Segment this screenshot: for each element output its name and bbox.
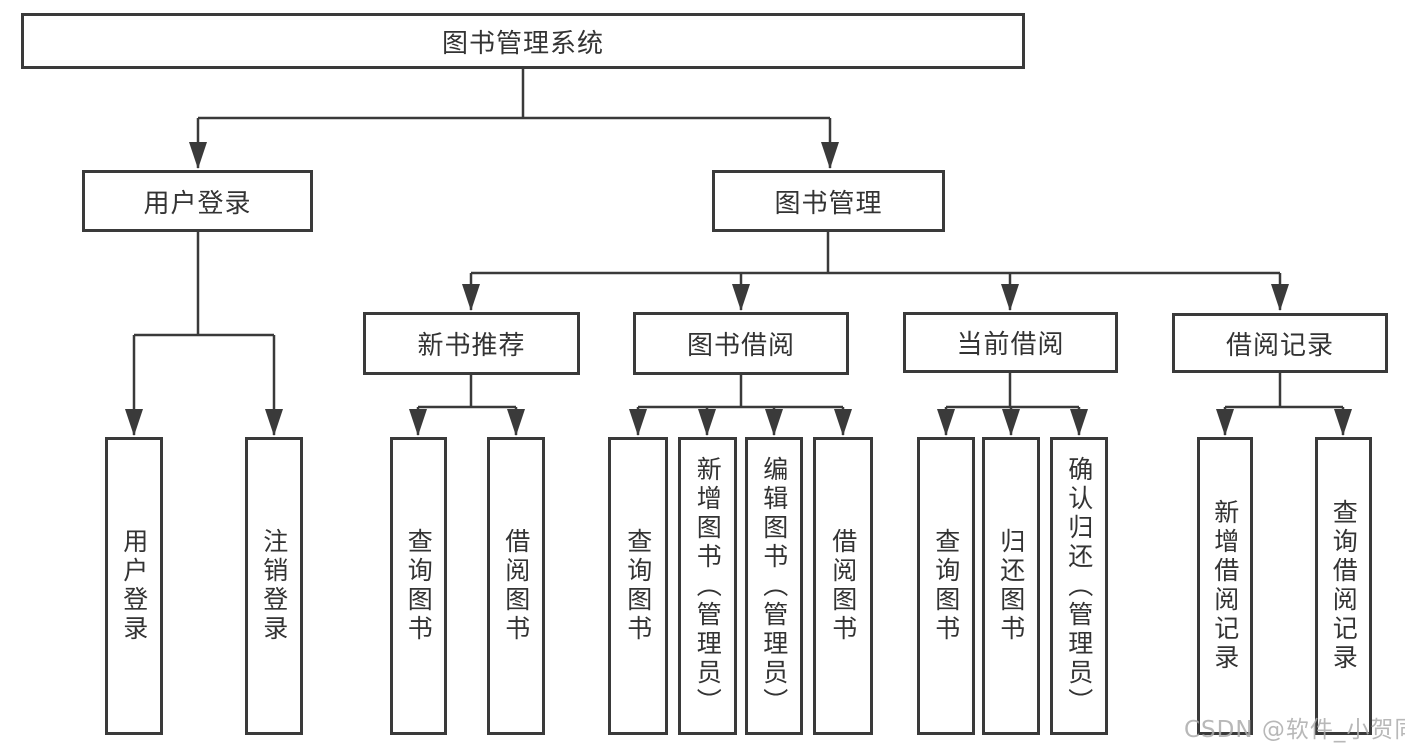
new-book-branch-line [418, 375, 516, 409]
node-library-system: 图书管理系统 [21, 13, 1025, 69]
leaf-label: 新增图书（管理员） [693, 455, 723, 717]
node-new-book-recommend: 新书推荐 [363, 312, 580, 375]
leaf-label: 注销登录 [259, 528, 289, 644]
leaf-logout: 注销登录 [245, 437, 303, 735]
leaf-add-borrow-record: 新增借阅记录 [1197, 437, 1253, 735]
leaf-label: 查询图书 [623, 528, 653, 644]
leaf-query-borrow-record: 查询借阅记录 [1315, 437, 1372, 735]
leaf-borrow-books-recommend: 借阅图书 [487, 437, 545, 735]
leaf-label: 查询图书 [931, 528, 961, 644]
leaf-label: 新增借阅记录 [1210, 499, 1240, 673]
leaf-label: 借阅图书 [828, 528, 858, 644]
leaf-label: 用户登录 [119, 528, 149, 644]
leaf-query-books-recommend: 查询图书 [390, 437, 447, 735]
leaf-query-books-current: 查询图书 [917, 437, 975, 735]
csdn-watermark: CSDN @软件_小贺同学 [1184, 717, 1405, 743]
leaf-edit-books-admin: 编辑图书（管理员） [745, 437, 803, 735]
leaf-borrow-books: 借阅图书 [813, 437, 873, 735]
book-management-branch-line [471, 232, 1280, 275]
node-current-borrow: 当前借阅 [903, 312, 1118, 373]
leaf-label: 归还图书 [996, 528, 1026, 644]
leaf-label: 查询图书 [404, 528, 434, 644]
leaf-confirm-return-admin: 确认归还（管理员） [1050, 437, 1108, 735]
book-borrow-branch-line [638, 375, 843, 409]
current-borrow-branch-line [946, 373, 1079, 409]
leaf-label: 借阅图书 [501, 528, 531, 644]
leaf-label: 确认归还（管理员） [1064, 455, 1094, 717]
leaf-query-books-borrow: 查询图书 [608, 437, 668, 735]
node-user-login: 用户登录 [82, 170, 313, 232]
user-login-branch-line [134, 232, 274, 337]
root-branch-line [198, 69, 830, 120]
node-book-management: 图书管理 [712, 170, 945, 232]
leaf-add-books-admin: 新增图书（管理员） [678, 437, 737, 735]
leaf-label: 编辑图书（管理员） [759, 455, 789, 717]
leaf-label: 查询借阅记录 [1329, 499, 1359, 673]
borrow-records-branch-line [1225, 373, 1343, 409]
leaf-user-login: 用户登录 [105, 437, 163, 735]
node-borrow-records: 借阅记录 [1172, 313, 1388, 373]
node-book-borrow: 图书借阅 [633, 312, 849, 375]
leaf-return-books: 归还图书 [982, 437, 1040, 735]
